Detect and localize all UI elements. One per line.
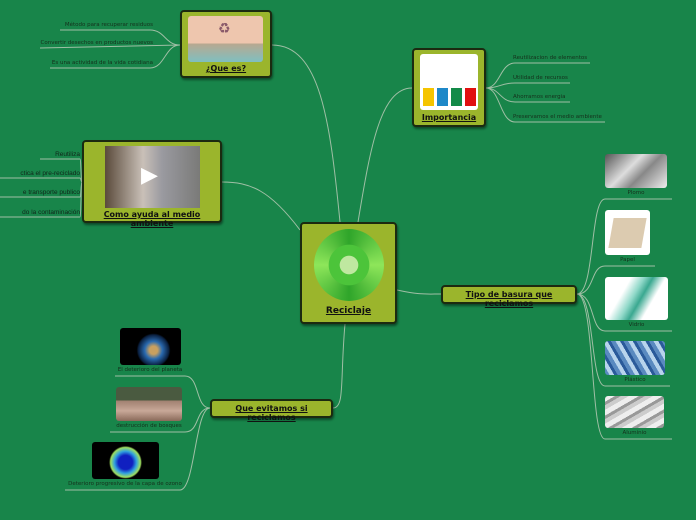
video-thumbnail[interactable]: ▶	[105, 146, 200, 208]
leaf-como-ayuda-3[interactable]: e transporte publico	[22, 189, 80, 196]
leaf-como-ayuda-2[interactable]: ctica el pre-reciclado	[20, 170, 80, 177]
leaf-capa-ozono[interactable]: Deterioro progresivo de la capa de ozono	[68, 481, 182, 487]
leaf-plastico[interactable]: Plástico	[624, 377, 646, 383]
central-node[interactable]: Reciclaje	[300, 222, 397, 324]
leaf-importancia-3[interactable]: Ahorramos energia	[513, 94, 566, 100]
leaf-aluminio[interactable]: Aluminio	[622, 430, 647, 436]
que-es-label: ¿Que es?	[205, 64, 247, 73]
leaf-que-es-3[interactable]: Es una actividad de la vida cotidiana	[51, 60, 153, 66]
recycle-bins-image	[420, 54, 478, 110]
plomo-image	[605, 154, 667, 188]
leaf-como-ayuda-1[interactable]: Reutiliza	[55, 151, 80, 158]
como-ayuda-label: Como ayuda al medio ambiente	[103, 210, 201, 228]
que-evitamos-label: Que evitamos si reciclamos	[235, 404, 308, 422]
aluminio-image	[605, 396, 664, 428]
leaf-deterioro-planeta[interactable]: El deterioro del planeta	[117, 367, 183, 373]
leaf-importancia-2[interactable]: Utilidad de recursos	[513, 75, 568, 81]
leaf-importancia-1[interactable]: Reutilizacion de elementos	[513, 55, 588, 61]
importancia-label: Importancia	[421, 113, 477, 122]
leaf-que-es-2[interactable]: Convertir desechos en productos nuevos	[40, 40, 154, 46]
leaf-plomo[interactable]: Plomo	[627, 190, 645, 196]
vidrio-image	[605, 277, 668, 320]
central-label: Reciclaje	[325, 306, 372, 316]
forest-image	[116, 387, 182, 421]
leaf-que-es-1[interactable]: Método para recuperar residuos	[64, 22, 153, 28]
ozone-image	[92, 442, 159, 479]
leaf-vidrio[interactable]: Vidrio	[628, 322, 645, 328]
leaf-destruccion-bosques[interactable]: destrucción de bosques	[116, 423, 182, 429]
play-icon[interactable]: ▶	[141, 163, 158, 188]
leaf-papel[interactable]: Papel	[620, 257, 635, 263]
papel-image	[605, 210, 650, 255]
tipo-basura-label: Tipo de basura que reciclamos	[465, 290, 553, 308]
tipo-basura-node[interactable]: Tipo de basura que reciclamos	[441, 285, 577, 308]
importancia-node[interactable]: Importancia	[412, 48, 486, 127]
leaf-importancia-4[interactable]: Preservamos el medio ambiente	[513, 114, 602, 120]
recycle-icon: ♻	[218, 21, 231, 37]
como-ayuda-node[interactable]: ▶ Como ayuda al medio ambiente	[82, 140, 222, 228]
plastico-image	[605, 341, 665, 375]
recycle-photo: ♻	[188, 16, 263, 62]
earth-image	[120, 328, 181, 365]
que-evitamos-node[interactable]: Que evitamos si reciclamos	[210, 399, 333, 422]
que-es-node[interactable]: ♻ ¿Que es?	[180, 10, 272, 78]
recycle-globe-icon	[314, 229, 384, 301]
leaf-como-ayuda-4[interactable]: do la contaminación	[22, 209, 80, 216]
